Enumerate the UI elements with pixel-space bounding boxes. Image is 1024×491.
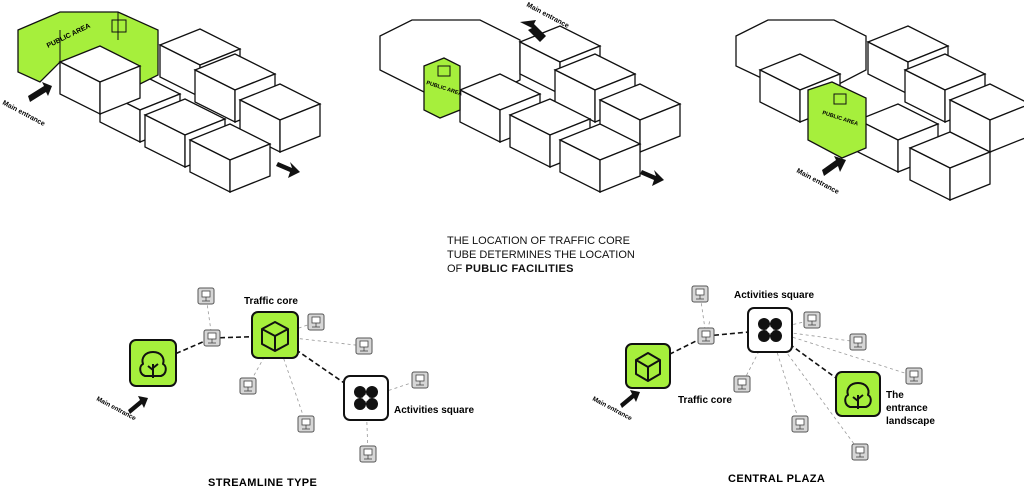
traffic-core-label: Traffic core xyxy=(244,296,298,307)
facility-node xyxy=(905,367,923,385)
axonometric-diagram-3: PUBLIC AREA Main entrance xyxy=(735,19,1024,201)
activities-square-label: Activities square xyxy=(394,405,474,416)
tree-icon xyxy=(844,382,872,409)
central-plaza-title: CENTRAL PLAZA xyxy=(728,473,825,485)
activities-square-label: Activities square xyxy=(734,290,814,301)
facility-node xyxy=(411,371,429,389)
facility-node xyxy=(307,313,325,331)
traffic-core-label: Traffic core xyxy=(678,395,732,406)
landscape-label-line1: The xyxy=(886,390,904,401)
hand-icon xyxy=(833,93,847,105)
main-entrance-label: Main entrance xyxy=(795,168,840,196)
exit-arrow-icon xyxy=(276,162,300,178)
entrance-arrow-icon xyxy=(28,82,52,102)
facility-node xyxy=(691,285,709,303)
facility-node xyxy=(697,327,715,345)
axonometric-diagram-1: PUBLIC AREA Main entrance xyxy=(1,11,321,193)
facility-node xyxy=(803,311,821,329)
entrance-arrow-icon xyxy=(822,156,846,176)
public-area-block xyxy=(423,57,461,119)
caption-line-2: TUBE DETERMINES THE LOCATION xyxy=(447,249,635,261)
entrance-arrow-icon xyxy=(520,20,546,42)
facility-node xyxy=(203,329,221,347)
facility-node xyxy=(791,415,809,433)
streamline-title: STREAMLINE TYPE xyxy=(208,477,317,489)
entrance-arrow-icon xyxy=(128,396,148,414)
streamline-network: Main entrance Traffic core Activities sq… xyxy=(95,287,474,489)
caption-prefix: OF xyxy=(447,263,466,275)
facility-node xyxy=(849,333,867,351)
hand-icon xyxy=(111,19,127,33)
entrance-arrow-icon xyxy=(620,390,640,408)
public-area-block xyxy=(807,81,867,159)
landscape-label-line2: entrance xyxy=(886,403,928,414)
landscape-node xyxy=(835,371,881,417)
traffic-core-node xyxy=(251,311,299,359)
facility-node xyxy=(197,287,215,305)
facility-node xyxy=(359,445,377,463)
caption-line-1: THE LOCATION OF TRAFFIC CORE xyxy=(447,235,630,247)
central-plaza-network: Main entrance Activities square Traffic … xyxy=(591,285,935,485)
facility-node xyxy=(355,337,373,355)
activities-square-node xyxy=(747,307,793,353)
caption-emphasis: PUBLIC FACILITIES xyxy=(465,263,574,275)
exit-arrow-icon xyxy=(640,170,664,186)
facility-node xyxy=(733,375,751,393)
landscape-label-line3: landscape xyxy=(886,416,935,427)
tree-icon xyxy=(139,351,167,378)
facility-node xyxy=(851,443,869,461)
landscape-node xyxy=(129,339,177,387)
axonometric-diagram-2: PUBLIC AREA Main entrance xyxy=(379,2,681,193)
traffic-core-node xyxy=(625,343,671,389)
activities-square-node xyxy=(343,375,389,421)
hand-icon xyxy=(437,65,451,77)
cube-icon xyxy=(635,352,661,382)
facility-node xyxy=(297,415,315,433)
clover-icon xyxy=(354,386,378,410)
caption: THE LOCATION OF TRAFFIC CORE TUBE DETERM… xyxy=(447,234,635,276)
clover-icon xyxy=(758,318,782,342)
cube-icon xyxy=(261,321,289,352)
main-entrance-label: Main entrance xyxy=(1,100,46,128)
facility-node xyxy=(239,377,257,395)
caption-line-3: OF PUBLIC FACILITIES xyxy=(447,262,635,276)
